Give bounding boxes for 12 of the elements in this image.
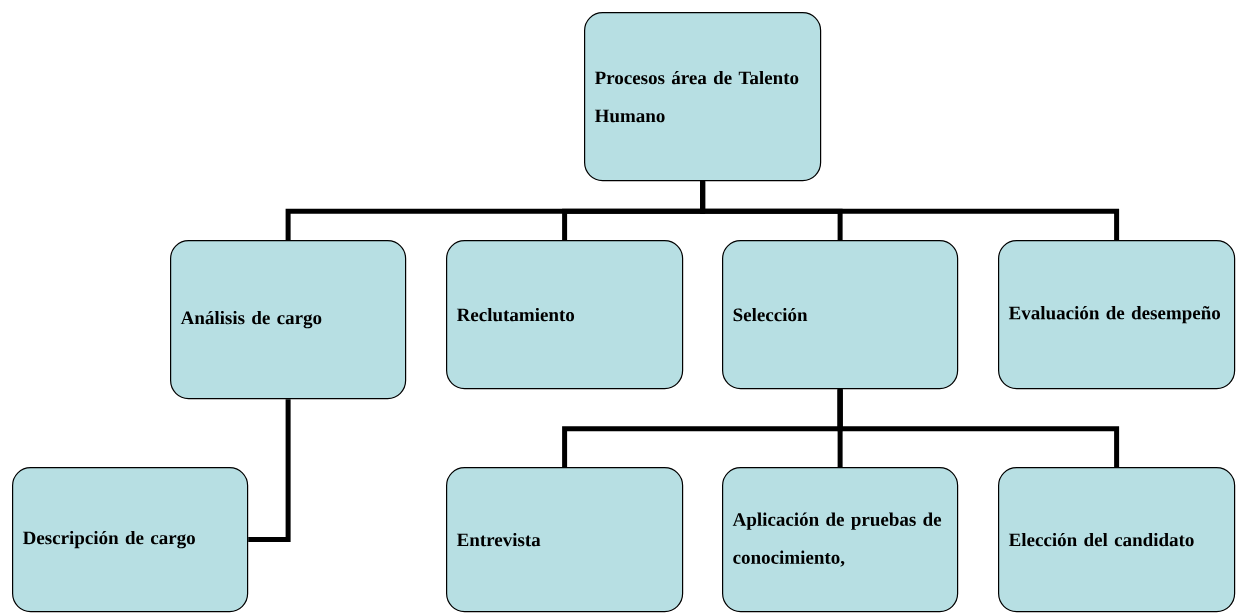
process-box: Elección del candidato [998,467,1236,613]
connector-line [248,399,291,543]
process-box: Reclutamiento [446,240,684,390]
process-box: Descripción de cargo [12,467,249,613]
connector-line [837,389,1120,467]
process-box: Entrevista [446,467,684,613]
process-box: Evaluación de desempeño [998,240,1236,390]
connector-line [700,181,1120,240]
process-box: Aplicación de pruebas de conocimiento, [722,467,959,613]
process-box: Selección [722,240,959,390]
process-box: Procesos área de Talento Humano [584,12,822,182]
process-box: Análisis de cargo [170,240,407,400]
